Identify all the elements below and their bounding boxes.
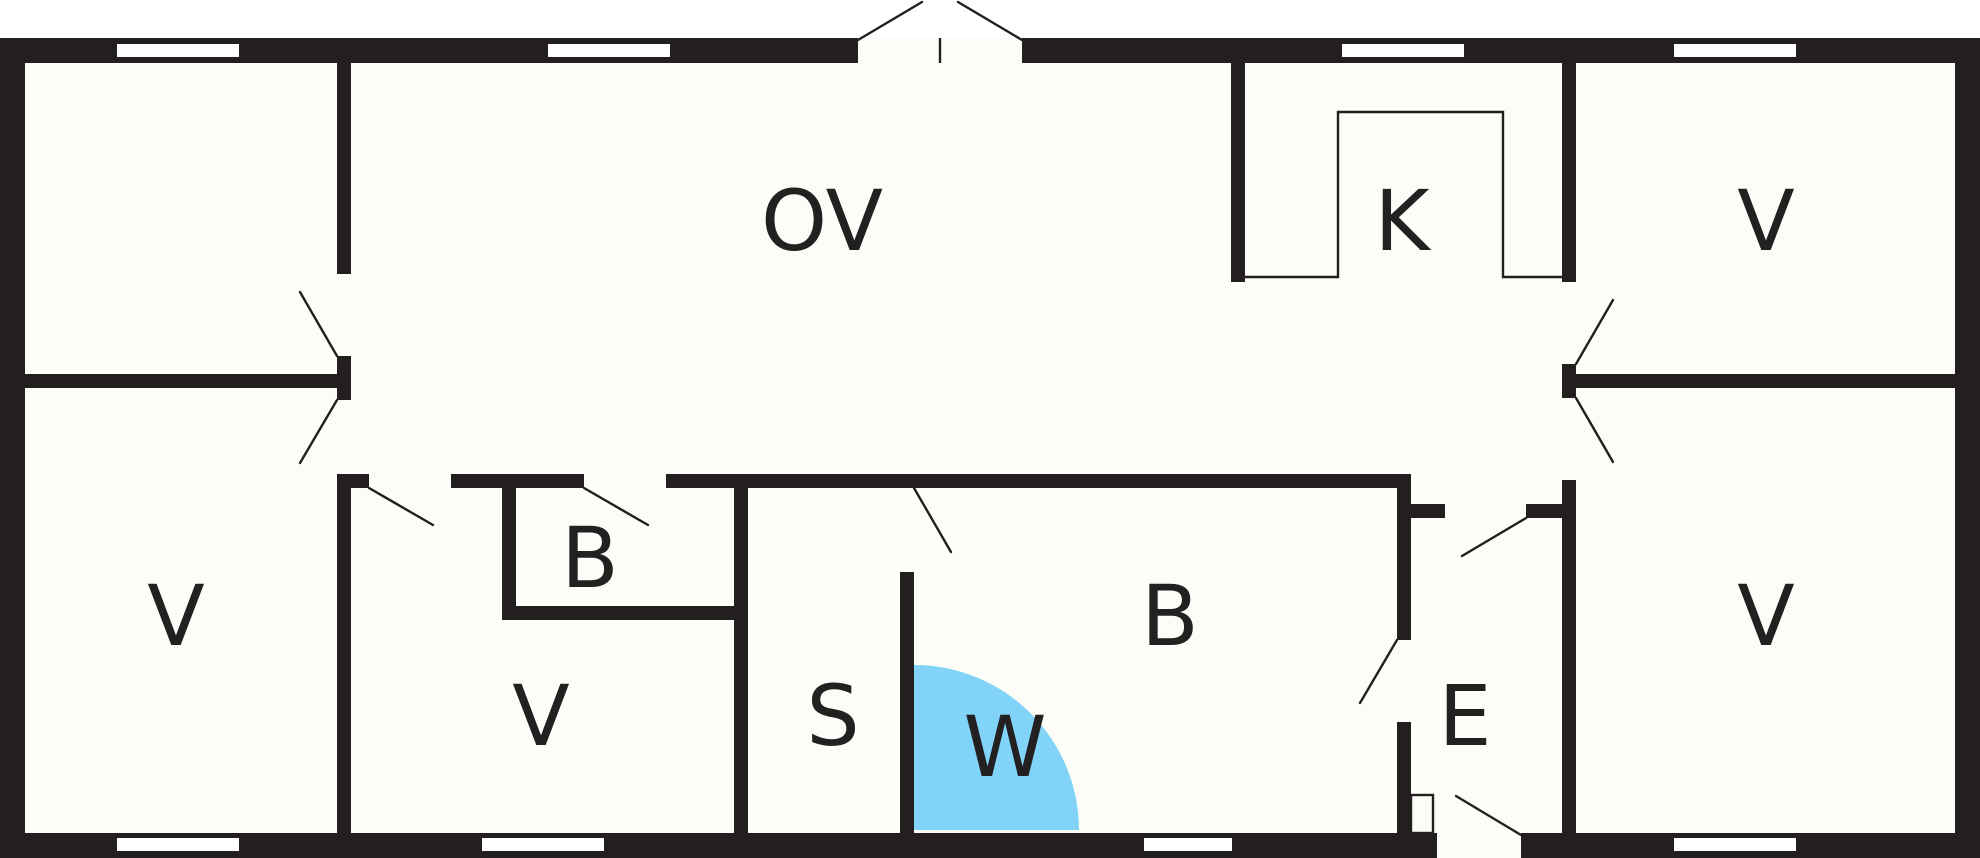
windows bbox=[117, 44, 1796, 851]
room-label-v-bottom-right: V bbox=[1737, 567, 1794, 665]
room-labels: OV K V V B V S B W E V bbox=[147, 172, 1794, 796]
window bbox=[1674, 838, 1796, 851]
room-label-e: E bbox=[1438, 667, 1491, 765]
window bbox=[117, 44, 239, 57]
room-label-ov: OV bbox=[761, 172, 883, 270]
shower-area bbox=[914, 665, 1079, 830]
window bbox=[1342, 44, 1464, 57]
room-label-v-middle: V bbox=[512, 667, 569, 765]
window bbox=[117, 838, 239, 851]
room-label-b-small: B bbox=[561, 509, 619, 607]
room-label-v-left: V bbox=[147, 567, 204, 665]
room-label-k: K bbox=[1374, 172, 1431, 270]
room-label-s: S bbox=[806, 667, 859, 765]
window bbox=[1674, 44, 1796, 57]
window bbox=[1144, 838, 1232, 851]
door-leaves bbox=[298, 0, 1615, 837]
room-label-w: W bbox=[963, 698, 1046, 796]
room-label-v-top-right: V bbox=[1737, 172, 1794, 270]
window bbox=[548, 44, 670, 57]
kitchen-counter bbox=[1245, 110, 1562, 279]
room-label-b-large: B bbox=[1141, 567, 1199, 665]
window bbox=[482, 838, 604, 851]
